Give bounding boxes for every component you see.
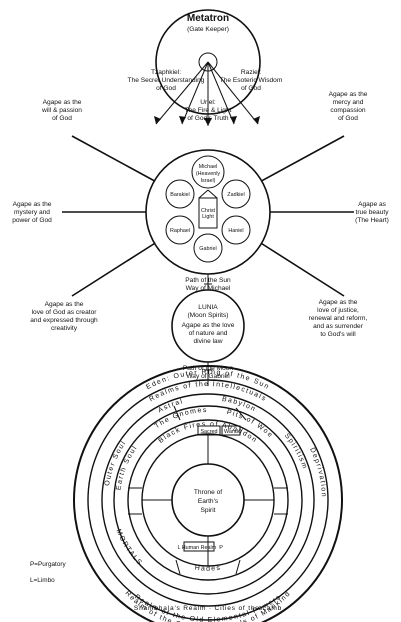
agape-justice-5: to God's will [320,331,356,338]
agape-mercy-2: mercy and [333,99,364,106]
mortals-text: MORTALS [115,528,144,567]
arrowhead-right-icon [253,116,260,124]
uriel-line3: of God's Truth [187,115,229,122]
metatron-subtitle: (Gate Keeper) [187,26,229,33]
agape-beauty-3: (The Heart) [355,217,389,224]
arrowhead-mid-left-icon [179,116,186,124]
rays [62,135,354,297]
ring-lower3-text: Shambhala's Realm · Cities of the Lamb [134,605,282,612]
agape-mystery-1: Agape as the [13,201,52,208]
agape-will-3: of God [52,115,72,122]
raziel-line1: Raziel: [241,69,261,76]
throne-line2: Earth's [198,498,219,505]
haniel-circle [221,215,251,245]
barakiel-circle [165,179,195,209]
gabriel-circle [193,233,223,263]
ring-5 [127,419,289,581]
tzaphkiel-line2: The Secret Understanding [128,77,205,84]
hades-text: Hades [194,565,222,573]
path-moon-line2: Way of Gabriel [186,373,230,380]
michael-circle [191,155,225,189]
ring-3 [101,393,315,607]
uriel-line2: The Fire & Light [185,107,232,114]
legend: P=Purgatory L=Limbo [30,561,67,584]
agape-mercy-1: Agape as the [329,91,368,98]
path-sun-line2: Way of Michael [186,285,231,292]
sun-wheel: Michael (Heavenly Israel) Barakiel Zadki… [145,149,271,275]
agape-beauty-2: true beauty [356,209,390,216]
lunia-line4: of nature and [189,330,228,337]
legend-purgatory: P=Purgatory [30,561,67,568]
michael-line2: (Heavenly [196,171,221,177]
metatron-group: Metatron (Gate Keeper) Tzaphkiel: The Se… [128,9,283,126]
barakiel-label: Barakiel [170,192,189,198]
christ-light-line1: Christ [201,208,216,214]
agape-labels: Agape as the will & passion of God Agape… [12,91,389,338]
sacred-box [197,425,221,436]
throne-line3: Spirit [200,507,215,514]
agape-creator-1: Agape as the [45,301,84,308]
christ-light-box [198,197,218,229]
path-moon-line1: Path of the Moon [183,365,234,372]
agape-mercy-4: of God [338,115,358,122]
raphael-label: Raphael [170,228,190,234]
agape-justice-4: and as surrender [313,323,364,330]
agape-beauty-1: Agape as [358,201,387,208]
wand-label: Wand [224,429,238,435]
legend-limbo: L=Limbo [30,577,55,584]
lunia: LUNIA (Moon Spirits) Agape as the love o… [171,289,245,363]
lunia-circle [171,289,245,363]
christ-light-line2: Light [202,214,214,220]
agape-mercy-3: compassion [330,107,366,114]
agape-justice-1: Agape as the [319,299,358,306]
metatron-title: Metatron [187,13,229,24]
lunia-line3: Agape as the love [182,322,235,329]
uriel-line1: Uriel: [200,99,216,106]
agape-creator-2: love of God as creator [32,309,98,316]
michael-line1: Michael [199,164,218,170]
zadkiel-circle [221,179,251,209]
tzaphkiel-line1: Tzaphkiel: [151,69,181,76]
ring-2 [87,379,329,621]
tzaphkiel-line3: of God [156,85,176,92]
raphael-circle [165,215,195,245]
lunia-line2: (Moon Spirits) [187,312,228,319]
ring2-text: Realms of the Intellectuals [148,381,268,403]
haniel-label: Haniel [228,228,243,234]
agape-creator-4: creativity [51,325,78,332]
ring-outer [73,365,343,622]
agape-will-1: Agape as the [43,99,82,106]
lunia-line5: divine law [194,338,223,345]
arrowhead-mid-right-icon [230,116,237,124]
throne-line1: Throne of [194,489,222,496]
agape-justice-2: love of justice, [317,307,359,314]
wand-box [221,425,241,436]
raziel-line2: The Esoteric Wisdom [220,77,283,84]
gabriel-label: Gabriel [199,246,216,252]
human-realm-box [183,541,215,552]
ring-4 [113,405,303,595]
michael-line3: Israel) [201,178,216,184]
agape-justice-3: renewal and reform, [309,315,368,322]
raziel-line3: of God [241,85,261,92]
agape-mystery-3: power of God [12,217,52,224]
human-realm-label: Human Realm [182,545,217,551]
arrowhead-left-icon [154,116,161,124]
limbo-mark: L [178,545,181,551]
lunia-line1: LUNIA [198,304,218,311]
arrowhead-center-icon [204,118,212,126]
zadkiel-label: Zadkiel [227,192,244,198]
sacred-label: Sacred [200,429,217,435]
agape-creator-3: and expressed through [30,317,98,324]
purgatory-mark: P [219,545,223,551]
agape-mystery-2: mystery and [14,209,50,216]
agape-will-2: will & passion [41,107,82,114]
path-sun-line1: Path of the Sun [185,277,231,284]
